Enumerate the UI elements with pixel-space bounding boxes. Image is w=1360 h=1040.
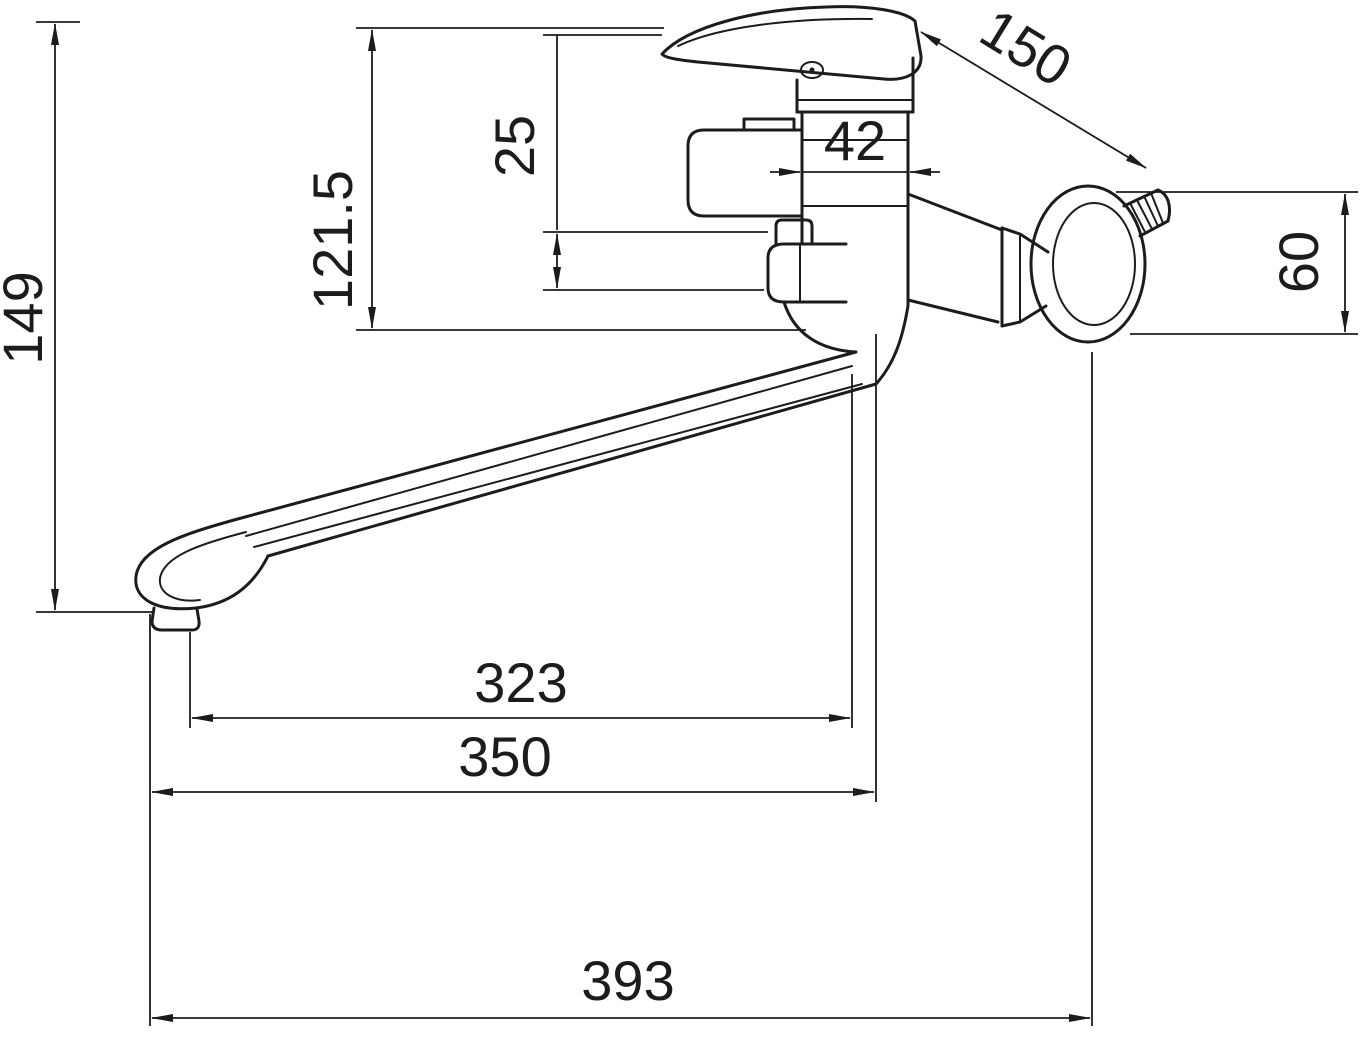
handle-lever-inner-line [677, 17, 873, 47]
pipe-thread-3 [1143, 195, 1159, 227]
knob-stem [774, 218, 814, 246]
pipe-thread-1 [1129, 202, 1146, 233]
faucet-handle [660, 5, 923, 114]
spout-head-inner [158, 531, 247, 602]
dim-42-body-width: 42 [770, 109, 940, 176]
spout-inner-line-bottom [253, 383, 863, 548]
dim-323-label: 323 [474, 651, 567, 714]
dim-149-label: 149 [0, 271, 54, 364]
body-shoulder-and-spout-top [232, 300, 858, 522]
pipe-thread-2 [1136, 199, 1153, 230]
dim-150-handle-depth: 150 [920, 0, 1147, 169]
spout-inner-line-top [245, 365, 853, 537]
wall-mount [906, 184, 1172, 344]
mount-bottom-slant [906, 298, 1000, 324]
dim-60-label: 60 [1267, 231, 1330, 293]
housing-top-step [742, 117, 796, 132]
handle-lever-outline [660, 5, 923, 81]
mount-top-slant [906, 192, 1004, 232]
dim-25-label: 25 [483, 115, 546, 177]
dim-42-label: 42 [824, 109, 886, 172]
dim-393-overall-depth: 393 [151, 352, 1093, 1026]
flange-inner-rim [1052, 202, 1136, 326]
body-right-edge-and-spout-bottom [266, 110, 910, 558]
faucet-body [232, 110, 910, 558]
spout-aerator [150, 606, 201, 632]
spout-end-head [134, 518, 270, 611]
dim-150-line [920, 31, 1147, 169]
nut-top-edge [1000, 226, 1050, 254]
dim-323-spout-reach: 323 [189, 374, 853, 728]
housing-outline [686, 128, 804, 218]
dim-25-knob: 25 [483, 34, 768, 291]
pipe-thread-4 [1150, 192, 1164, 224]
handle-screw-cover [800, 61, 824, 79]
handle-screw-dot [809, 67, 815, 73]
diverter-knob [766, 218, 848, 304]
faucet-spout [134, 365, 863, 632]
flange-outer-rim [1029, 184, 1147, 344]
dim-149-overall-height: 149 [0, 21, 154, 613]
nut-bottom-edge [1000, 304, 1048, 328]
dim-150-label: 150 [970, 0, 1083, 99]
dim-350-label: 350 [458, 725, 551, 788]
dim-350-spout-total: 350 [149, 334, 877, 1026]
diverter-housing [686, 117, 804, 218]
dim-121-5-body-height: 121.5 [301, 27, 806, 331]
dim-393-label: 393 [581, 949, 674, 1012]
knob-body [766, 242, 848, 304]
dim-60-flange-diameter: 60 [1116, 191, 1358, 335]
dim-121-5-label: 121.5 [301, 170, 364, 310]
